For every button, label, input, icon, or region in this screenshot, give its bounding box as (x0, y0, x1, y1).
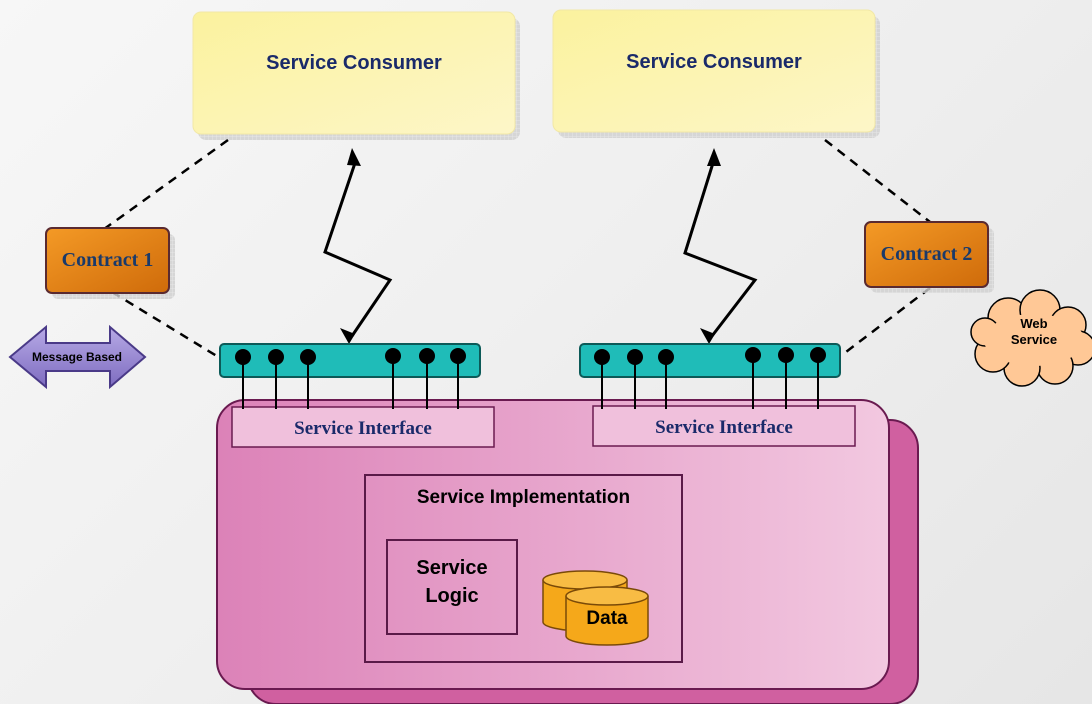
contract-2 (864, 221, 989, 288)
service-consumer-1 (192, 11, 516, 135)
bus-1 (219, 343, 481, 409)
service-body (216, 399, 890, 690)
service-logic-box (386, 539, 518, 635)
bus-2 (579, 343, 841, 409)
lightning-1 (323, 148, 393, 344)
contract-links (99, 138, 931, 360)
message-based-arrow (8, 324, 147, 390)
service-interface-2 (592, 405, 856, 447)
service-interface-1 (231, 406, 495, 448)
web-service-cloud (970, 289, 1092, 387)
contract-1 (45, 227, 170, 294)
lightning-2 (683, 148, 758, 344)
data-cylinders (542, 570, 649, 646)
implementation-box (364, 474, 683, 663)
service-consumer-2 (552, 9, 876, 133)
